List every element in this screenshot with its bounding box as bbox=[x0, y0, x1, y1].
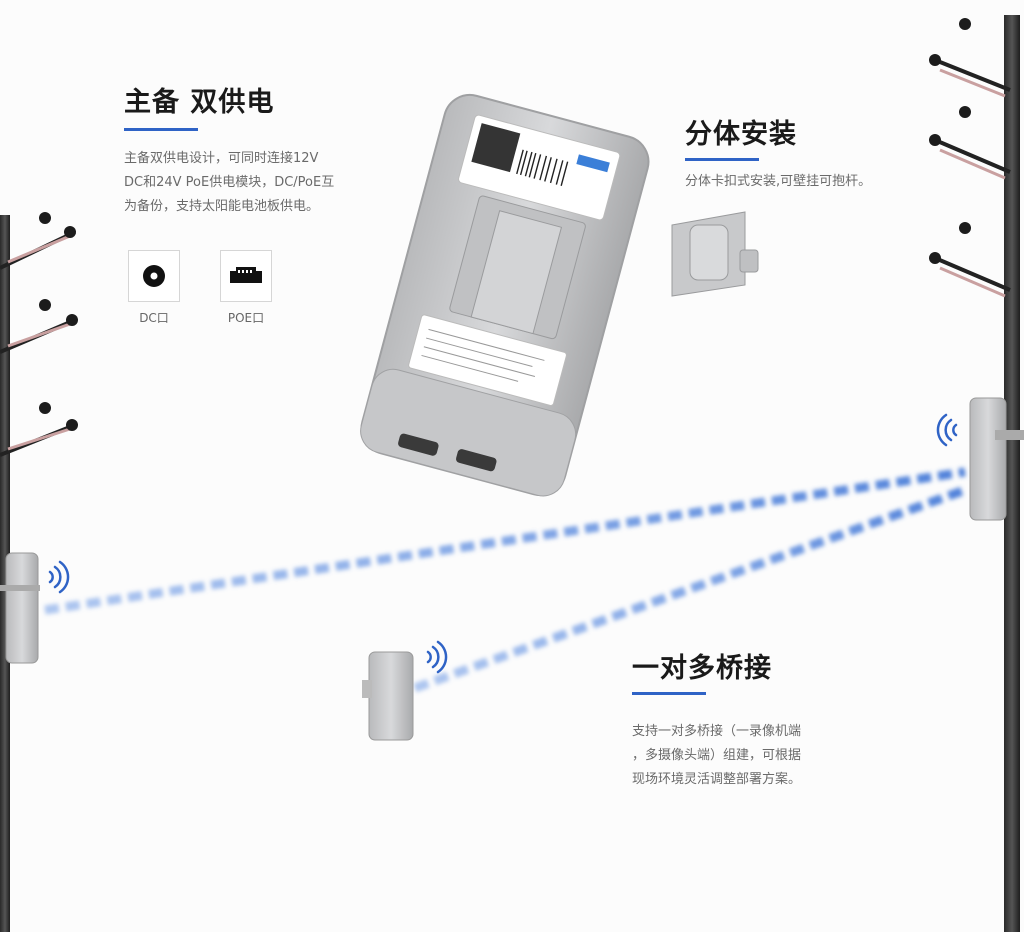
dc-port-tile bbox=[128, 250, 180, 302]
dual-power-desc-line: DC和24V PoE供电模块，DC/PoE互 bbox=[124, 175, 335, 190]
bridge-desc-line: ，多摄像头端）组建，可根据 bbox=[632, 748, 802, 763]
dual-power-desc-line: 主备双供电设计，可同时连接12V bbox=[124, 151, 319, 166]
dual-power-title: 主备 双供电 bbox=[124, 87, 275, 118]
signal-wave-icon bbox=[48, 413, 958, 674]
poe-port-tile bbox=[220, 250, 272, 302]
bridge-desc-line: 现场环境灵活调整部署方案。 bbox=[632, 772, 802, 787]
center-bridge-device bbox=[362, 651, 414, 741]
dual-power-description: 主备双供电设计，可同时连接12V DC和24V PoE供电模块，DC/PoE互 … bbox=[124, 147, 374, 219]
split-install-title: 分体安装 bbox=[685, 119, 797, 150]
dual-power-underline bbox=[124, 128, 198, 131]
bridge-title: 一对多桥接 bbox=[632, 653, 772, 684]
left-pole-device bbox=[0, 552, 40, 664]
dual-power-desc-line: 为备份，支持太阳能电池板供电。 bbox=[124, 199, 320, 214]
dc-port-label: DC口 bbox=[139, 311, 169, 325]
right-utility-pole bbox=[929, 15, 1020, 932]
poe-port-label: POE口 bbox=[227, 311, 265, 325]
bridge-desc-line: 支持一对多桥接（一录像机端 bbox=[632, 724, 802, 739]
mount-bracket bbox=[671, 211, 759, 297]
wireless-beam-center bbox=[413, 485, 967, 693]
bridge-underline bbox=[632, 692, 706, 695]
right-pole-device bbox=[969, 397, 1024, 521]
left-utility-pole bbox=[0, 212, 78, 932]
dc-port-icon bbox=[143, 265, 165, 287]
wireless-beam-left bbox=[44, 467, 966, 615]
bridge-description: 支持一对多桥接（一录像机端 ，多摄像头端）组建，可根据 现场环境灵活调整部署方案… bbox=[632, 720, 892, 792]
main-product-device bbox=[360, 93, 650, 497]
split-install-description: 分体卡扣式安装,可壁挂可抱杆。 bbox=[685, 174, 872, 189]
split-install-underline bbox=[685, 158, 759, 161]
ethernet-port-icon bbox=[230, 267, 262, 283]
